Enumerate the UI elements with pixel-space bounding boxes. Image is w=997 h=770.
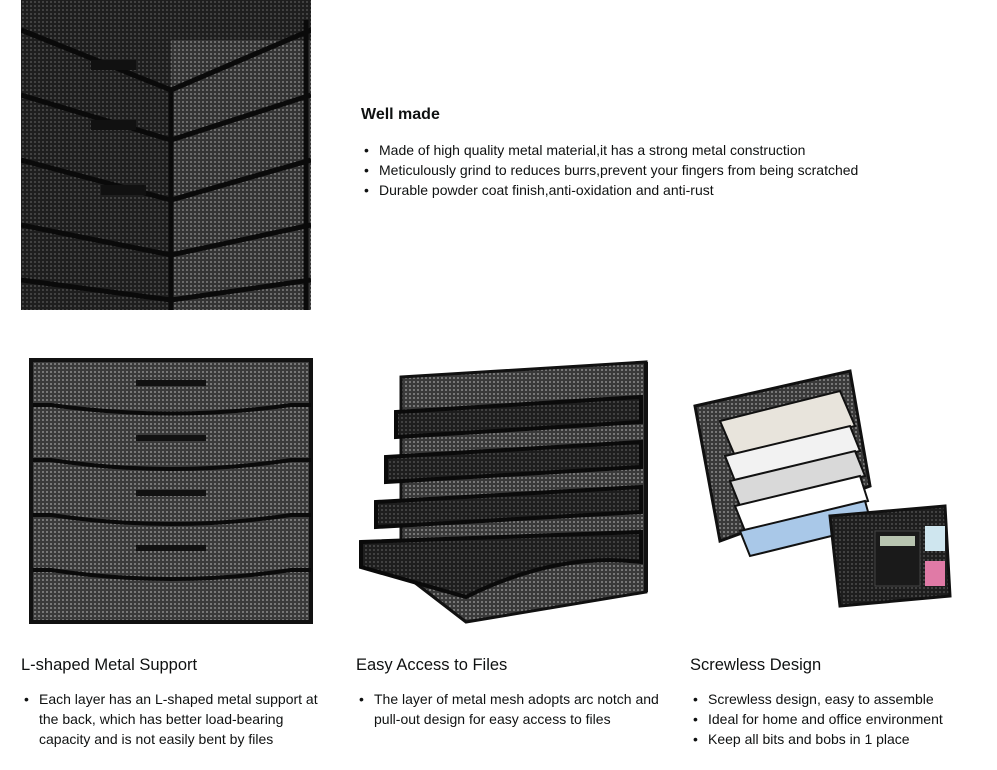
- feature-card-title: Easy Access to Files: [356, 656, 508, 674]
- intro-bullet-list: Made of high quality metal material,it h…: [361, 140, 981, 200]
- feature-card-title: L-shaped Metal Support: [21, 656, 198, 674]
- list-item: Made of high quality metal material,it h…: [361, 140, 981, 160]
- feature-card-l-shaped-support: L-shaped Metal Support Each layer has an…: [21, 654, 331, 749]
- list-item: Durable powder coat finish,anti-oxidatio…: [361, 180, 981, 200]
- list-item: Keep all bits and bobs in 1 place: [690, 729, 997, 749]
- list-item: Screwless design, easy to assemble: [690, 689, 997, 709]
- hero-product-closeup-image: [21, 0, 311, 310]
- feature-card-easy-access: Easy Access to Files The layer of metal …: [356, 654, 666, 729]
- feature-bullet-list: The layer of metal mesh adopts arc notch…: [356, 689, 666, 729]
- intro-heading: Well made: [361, 106, 440, 123]
- feature-card-title: Screwless Design: [690, 656, 822, 674]
- list-item: Each layer has an L-shaped metal support…: [21, 689, 331, 749]
- list-item: Ideal for home and office environment: [690, 709, 997, 729]
- front-view-organizer-image: [21, 350, 321, 630]
- organizer-with-supplies-image: [690, 366, 990, 628]
- feature-card-screwless-design: Screwless Design Screwless design, easy …: [690, 654, 997, 749]
- feature-bullet-list: Each layer has an L-shaped metal support…: [21, 689, 331, 749]
- feature-bullet-list: Screwless design, easy to assemble Ideal…: [690, 689, 997, 749]
- list-item: Meticulously grind to reduces burrs,prev…: [361, 160, 981, 180]
- intro-section: Well made Made of high quality metal mat…: [361, 104, 981, 200]
- list-item: The layer of metal mesh adopts arc notch…: [356, 689, 666, 729]
- angled-view-pullout-trays-image: [356, 352, 656, 630]
